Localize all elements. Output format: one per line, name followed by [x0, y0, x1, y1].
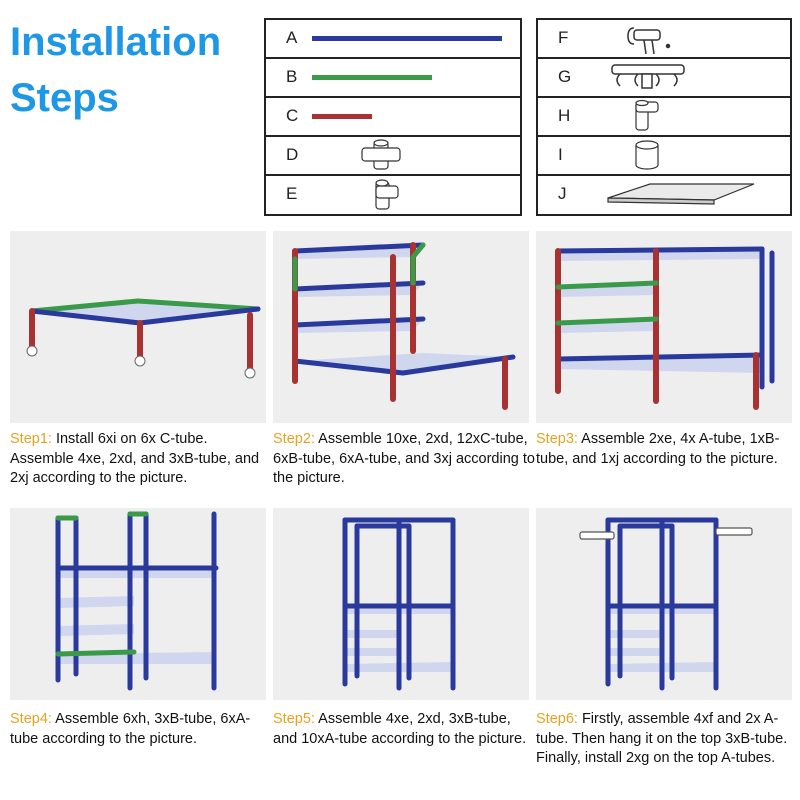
- parts-table-left: A B C D E: [264, 18, 522, 216]
- step5-illustration: [273, 508, 529, 700]
- hanger-rack-icon: [611, 64, 685, 89]
- part-row-d: D: [266, 137, 520, 176]
- part-row-f: F: [538, 20, 790, 59]
- part-row-b: B: [266, 59, 520, 98]
- step-description: Assemble 4xe, 2xd, 3xB-tube, and 10xA-tu…: [273, 711, 527, 747]
- part-letter: B: [286, 67, 298, 86]
- part-letter: H: [558, 106, 571, 125]
- step2-caption: Step2: Assemble 10xe, 2xd, 12xC-tube, 6x…: [273, 430, 535, 489]
- step4-illustration: [10, 508, 266, 700]
- step-label: Step5:: [273, 711, 315, 727]
- four-way-connector-icon: [361, 139, 401, 170]
- medium-green-tube-icon: [312, 75, 432, 80]
- title-line-1: Installation: [10, 20, 222, 64]
- page-title: Installation Steps: [10, 14, 221, 126]
- short-red-tube-icon: [312, 114, 372, 119]
- part-row-i: I: [538, 137, 790, 176]
- part-letter: D: [286, 145, 299, 164]
- part-row-c: C: [266, 98, 520, 137]
- step-label: Step2:: [273, 431, 315, 447]
- step-label: Step4:: [10, 711, 52, 727]
- step3-caption: Step3: Assemble 2xe, 4x A-tube, 1xB-tube…: [536, 430, 798, 469]
- part-row-h: H: [538, 98, 790, 137]
- part-letter: G: [558, 67, 572, 86]
- part-letter: E: [286, 184, 298, 203]
- part-row-e: E: [266, 176, 520, 215]
- part-letter: A: [286, 28, 298, 47]
- part-letter: I: [558, 145, 563, 164]
- long-blue-tube-icon: [312, 36, 502, 41]
- step5-caption: Step5: Assemble 4xe, 2xd, 3xB-tube, and …: [273, 710, 535, 749]
- step6-caption: Step6: Firstly, assemble 4xf and 2x A-tu…: [536, 710, 798, 769]
- parts-table-right: F G H I: [536, 18, 792, 216]
- shelf-panel-icon: [607, 183, 755, 205]
- step-description: Assemble 10xe, 2xd, 12xC-tube, 6xB-tube,…: [273, 431, 535, 486]
- step1-illustration: [10, 231, 266, 423]
- part-letter: C: [286, 106, 299, 125]
- part-row-g: G: [538, 59, 790, 98]
- part-letter: F: [558, 28, 569, 47]
- step2-illustration: [273, 231, 529, 423]
- part-row-a: A: [266, 20, 520, 59]
- step4-caption: Step4: Assemble 6xh, 3xB-tube, 6xA-tube …: [10, 710, 272, 749]
- part-letter: J: [558, 184, 567, 203]
- two-way-connector-icon: [635, 99, 659, 131]
- step-description: Install 6xi on 6x C-tube. Assemble 4xe, …: [10, 431, 260, 486]
- step3-illustration: [536, 231, 792, 423]
- step6-illustration: [536, 508, 792, 700]
- title-line-2: Steps: [10, 76, 119, 120]
- hook-bracket-icon: [627, 27, 671, 55]
- step-description: Firstly, assemble 4xf and 2x A-tube. The…: [536, 711, 788, 766]
- step-description: Assemble 6xh, 3xB-tube, 6xA-tube accordi…: [10, 711, 251, 747]
- step-label: Step6:: [536, 711, 578, 727]
- part-row-j: J: [538, 176, 790, 215]
- foot-cap-icon: [635, 140, 659, 170]
- step-description: Assemble 2xe, 4x A-tube, 1xB-tube, and 1…: [536, 431, 780, 467]
- step-label: Step1:: [10, 431, 52, 447]
- three-way-connector-icon: [375, 179, 399, 210]
- step-label: Step3:: [536, 431, 578, 447]
- step1-caption: Step1: Install 6xi on 6x C-tube. Assembl…: [10, 430, 272, 489]
